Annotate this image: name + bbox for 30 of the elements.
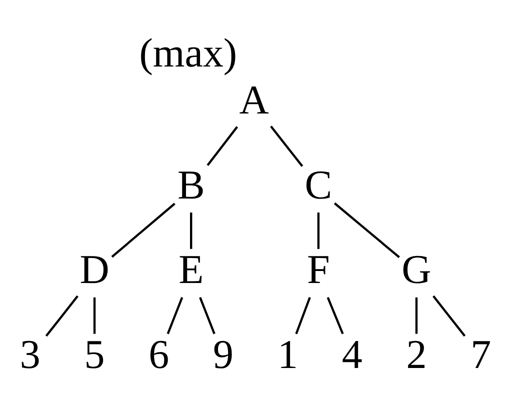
- node-text: F: [307, 246, 330, 292]
- connector: [295, 297, 311, 334]
- node-text: C: [304, 161, 332, 208]
- node-text: 2: [406, 331, 427, 378]
- node-text: 3: [20, 331, 40, 378]
- connector: [190, 212, 192, 249]
- connector: [45, 295, 78, 337]
- connector: [432, 295, 466, 337]
- connector: [199, 297, 216, 334]
- node-text: 5: [84, 331, 105, 378]
- node-text: 4: [342, 331, 362, 378]
- connector: [270, 126, 304, 167]
- connector: [326, 297, 344, 334]
- node-text: 7: [470, 331, 492, 378]
- node-text: 6: [148, 331, 170, 378]
- node-text: 1: [277, 331, 298, 378]
- connector: [334, 202, 400, 258]
- node-text: G: [402, 246, 432, 292]
- connector: [206, 126, 238, 166]
- node-text: B: [177, 161, 205, 208]
- node-text: E: [178, 246, 204, 292]
- connector: [317, 212, 320, 249]
- node-text: D: [80, 246, 110, 292]
- connector: [93, 297, 96, 334]
- node-text: 9: [213, 331, 234, 378]
- connector: [166, 297, 184, 334]
- connector: [415, 297, 418, 334]
- connector: [111, 202, 176, 258]
- node-label: (max): [139, 30, 238, 76]
- node-text: A: [239, 76, 269, 122]
